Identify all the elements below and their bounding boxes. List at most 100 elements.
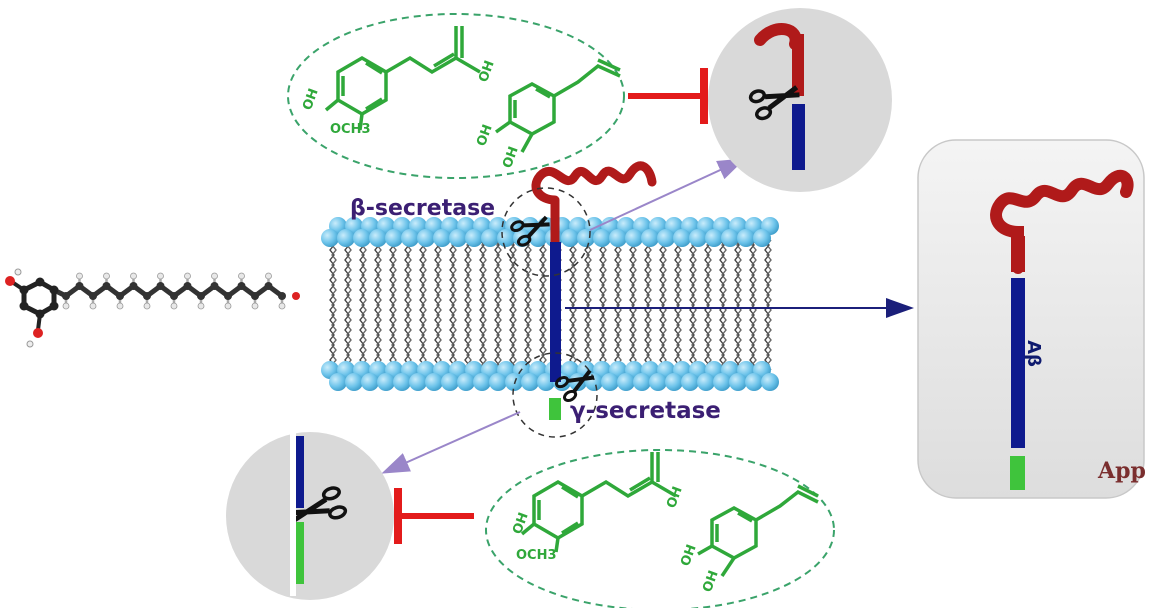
- lipid-head: [329, 373, 347, 391]
- lipid-tail: [661, 239, 667, 371]
- lipid-tail: [481, 239, 487, 371]
- abeta-segment-right: [1011, 278, 1025, 448]
- lipid-head: [649, 373, 667, 391]
- app-capsule: [917, 139, 1145, 499]
- gamma-cleavage-zone: [512, 352, 598, 438]
- lipid-head: [433, 229, 451, 247]
- lipid-head: [457, 373, 475, 391]
- lipid-head: [353, 229, 371, 247]
- lipid-tail: [346, 239, 352, 371]
- lipid-tail: [719, 239, 725, 371]
- lipid-tail: [569, 239, 575, 371]
- scissors-icon: [748, 85, 800, 121]
- scissors-icon: [291, 486, 348, 523]
- lipid-tail: [389, 239, 395, 371]
- lipid-tail: [691, 239, 697, 371]
- lipid-head: [473, 373, 491, 391]
- lipid-tail: [629, 239, 635, 371]
- beta-cleavage-zone: [501, 187, 591, 277]
- lipid-tail: [406, 239, 412, 371]
- lipid-tail: [464, 239, 470, 371]
- lipid-heads-top: [321, 217, 779, 247]
- lipid-bilayer: [321, 217, 779, 391]
- lipid-head: [561, 229, 579, 247]
- lipid-head: [689, 229, 707, 247]
- lipid-tail: [704, 239, 710, 371]
- lipid-tail: [539, 239, 545, 371]
- lipid-tail: [599, 239, 605, 371]
- app-helix-right: [990, 169, 1134, 274]
- lipid-head: [425, 373, 443, 391]
- lipid-tail: [646, 239, 652, 371]
- lipid-head: [673, 229, 691, 247]
- lipid-tail: [674, 239, 680, 371]
- chem-label-och3: OCH3: [330, 122, 371, 137]
- lipid-head: [593, 229, 611, 247]
- lipid-tail: [421, 239, 427, 371]
- lipid-head: [337, 229, 355, 247]
- lipid-head: [705, 229, 723, 247]
- lipid-tail: [764, 239, 770, 371]
- lipid-tail: [509, 239, 515, 371]
- lipid-tail: [451, 239, 457, 371]
- gamma-cleavage-detail: [226, 432, 394, 600]
- lipid-tail: [734, 239, 740, 371]
- lipid-tail: [659, 239, 665, 371]
- app-label: App: [1098, 458, 1146, 484]
- lipid-head: [465, 229, 483, 247]
- c-terminal-center: [549, 398, 561, 420]
- lipid-tail: [676, 239, 682, 371]
- beta-cleavage-detail: [708, 8, 892, 192]
- scissors-icon: [555, 369, 595, 403]
- lipid-tail: [706, 239, 712, 371]
- lipid-tail: [434, 239, 440, 371]
- lipid-tail: [479, 239, 485, 371]
- lipid-head: [753, 229, 771, 247]
- lipid-tail: [436, 239, 442, 371]
- lipid-tail: [329, 239, 335, 371]
- lipid-head: [321, 229, 339, 247]
- lipid-head: [641, 229, 659, 247]
- lipid-head: [489, 373, 507, 391]
- lipid-tail: [586, 239, 592, 371]
- inhibition-bar-icon: [628, 68, 708, 124]
- lipid-tail: [404, 239, 410, 371]
- arrow-to-beta-detail: [589, 158, 746, 231]
- lipid-tail: [601, 239, 607, 371]
- lipid-head: [665, 373, 683, 391]
- lipid-tail: [736, 239, 742, 371]
- lipid-head: [729, 373, 747, 391]
- scissors-icon: [510, 215, 550, 247]
- lipid-tail: [344, 239, 350, 371]
- lipid-head: [681, 373, 699, 391]
- lipid-head: [633, 373, 651, 391]
- lipid-head: [377, 373, 395, 391]
- lipid-head: [761, 373, 779, 391]
- app-protein-center: [531, 161, 657, 420]
- lipid-tail: [374, 239, 380, 371]
- lipid-tail: [616, 239, 622, 371]
- lipid-head: [449, 229, 467, 247]
- lipid-tail: [419, 239, 425, 371]
- lipid-head: [505, 373, 523, 391]
- lipid-head: [369, 229, 387, 247]
- lipid-head: [697, 373, 715, 391]
- lipid-tail: [524, 239, 530, 371]
- abeta-segment-center: [550, 242, 561, 382]
- lipid-tail: [766, 239, 772, 371]
- inhibition-bar-icon: [394, 488, 474, 544]
- lipid-tail: [449, 239, 455, 371]
- lipid-head: [609, 229, 627, 247]
- lipid-tail: [584, 239, 590, 371]
- lipid-head: [713, 373, 731, 391]
- lipid-tail: [631, 239, 637, 371]
- lipid-head: [625, 229, 643, 247]
- compound-group-top: [287, 13, 625, 179]
- lipid-tail: [751, 239, 757, 371]
- lipid-tail: [614, 239, 620, 371]
- chem-label-och3: OCH3: [516, 548, 557, 563]
- lipid-heads-bottom: [321, 361, 779, 391]
- lipid-head: [385, 229, 403, 247]
